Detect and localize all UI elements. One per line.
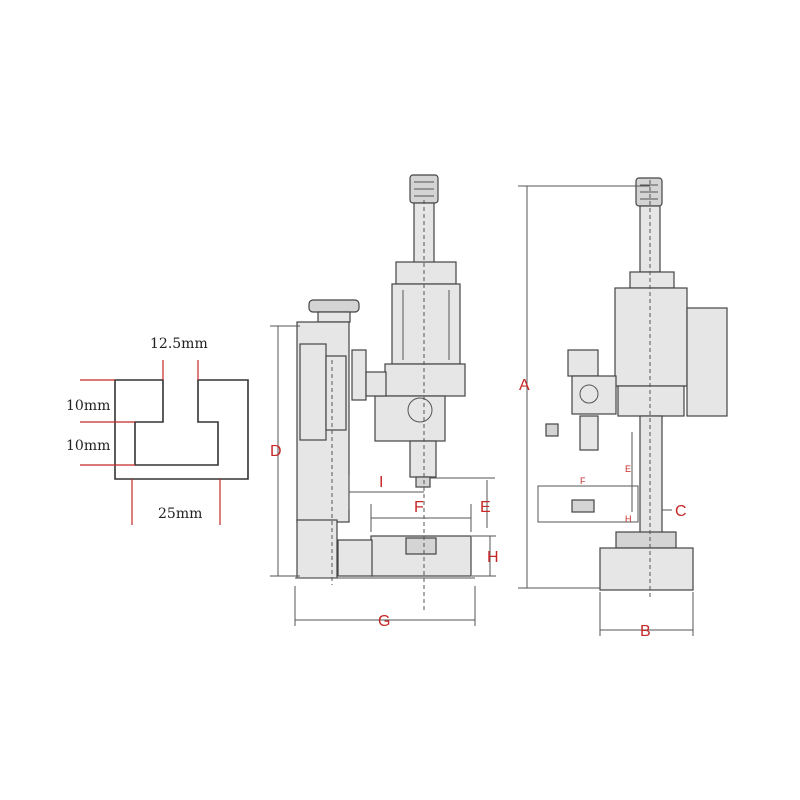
- front-view: D I F E H G: [270, 174, 499, 630]
- side-dim-label-a: A: [519, 377, 530, 394]
- bottom-width-label: 25mm: [158, 506, 202, 522]
- t-slot-profile: 12.5mm 10mm 10mm 25mm: [66, 336, 249, 525]
- side-base: [599, 547, 694, 591]
- solenoid-box: [686, 307, 728, 417]
- side-dim-label-b: B: [640, 623, 651, 640]
- dim-label-e: E: [480, 499, 491, 516]
- handwheel-icon: [308, 299, 360, 313]
- upper-height-label: 10mm: [66, 398, 110, 414]
- air-cylinder: [395, 261, 457, 285]
- dim-label-d: D: [270, 443, 282, 460]
- lower-height-label: 10mm: [66, 438, 110, 454]
- top-width-label: 12.5mm: [150, 336, 208, 352]
- dim-label-f: F: [414, 499, 424, 516]
- dim-label-i: I: [379, 474, 383, 491]
- filter-regulator: [299, 343, 327, 441]
- t-slot-outline: [114, 379, 249, 480]
- side-dim-label-h: H: [625, 514, 632, 524]
- dim-label-h: H: [487, 549, 499, 566]
- side-view: F E H A C B: [518, 177, 728, 640]
- dim-label-g: G: [378, 613, 390, 630]
- side-dim-label-f: F: [580, 476, 586, 486]
- side-cylinder: [614, 287, 688, 387]
- side-dim-label-c: C: [675, 503, 687, 520]
- side-dim-label-e: E: [625, 464, 631, 474]
